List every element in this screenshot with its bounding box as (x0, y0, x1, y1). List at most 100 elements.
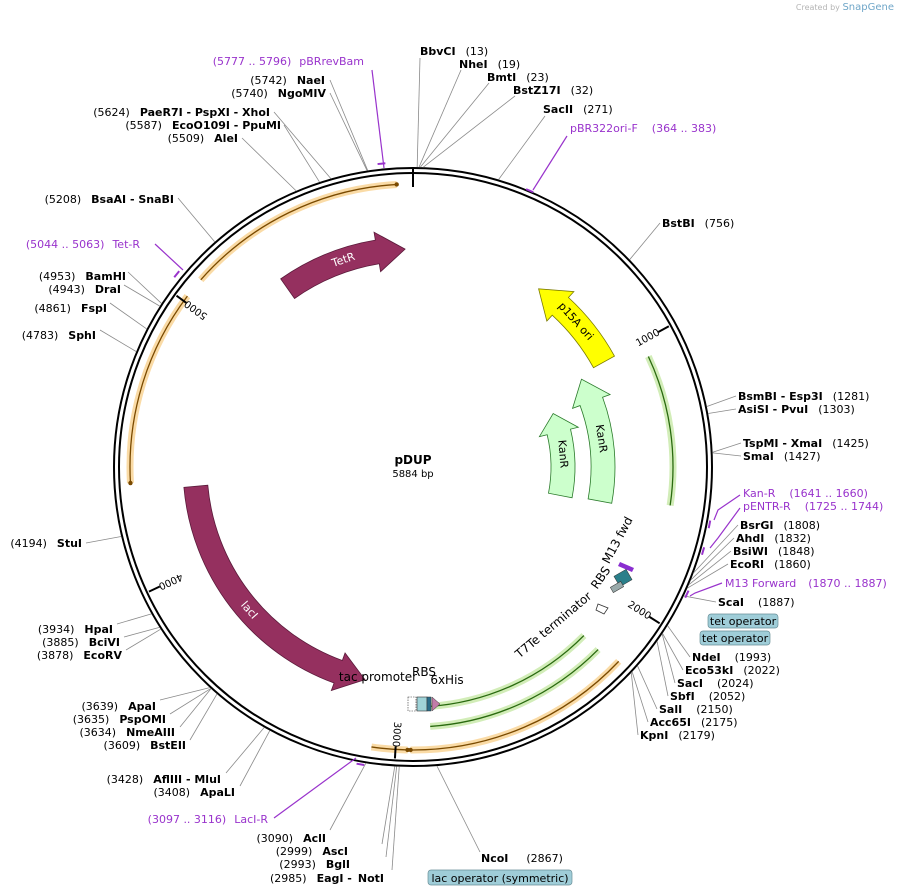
site-ecorv[interactable]: (3878)EcoRV (37, 649, 123, 662)
site-leader-31 (169, 688, 211, 715)
site-bcivi[interactable]: (3885)BciVI (42, 636, 120, 649)
t7te-terminator-symbol (595, 603, 609, 615)
feature-tetr-3[interactable] (280, 231, 406, 300)
tick-2 (648, 616, 661, 625)
site-acc65i[interactable]: Acc65I(2175) (650, 716, 738, 729)
site-ncoi[interactable]: NcoI(2867) (481, 852, 563, 865)
feature-laci-4[interactable] (183, 484, 366, 692)
primer-pbrrevbam[interactable]: (5777 .. 5796)pBRrevBam (213, 55, 364, 68)
site-drai[interactable]: (4943)DraI (48, 283, 121, 296)
site-nhei[interactable]: NheI(19) (459, 58, 520, 71)
primer-mark-4 (701, 547, 706, 556)
m13-cluster (595, 562, 634, 615)
site-leader-15 (667, 625, 691, 658)
site-leader-37 (99, 329, 137, 352)
site-apali[interactable]: (3408)ApaLI (154, 786, 236, 799)
label-t7te-terminator: T7Te terminator (512, 589, 595, 662)
tick-4 (148, 585, 161, 593)
site-leader-11 (690, 537, 735, 581)
primer-mark-3 (707, 520, 712, 529)
site-naei[interactable]: (5742)NaeI (250, 74, 325, 87)
site-fspi[interactable]: (4861)FspI (34, 302, 107, 315)
primer-pentr-r[interactable]: pENTR-R(1725 .. 1744) (743, 500, 883, 513)
site-alei[interactable]: (5509)AleI (168, 132, 238, 145)
site-smai[interactable]: SmaI(1427) (743, 450, 820, 463)
site-scai[interactable]: ScaI(1887) (718, 596, 795, 609)
inner-track-glow-0 (645, 355, 677, 506)
feature-kanr-2[interactable] (538, 413, 580, 499)
site-bsaai-snabi[interactable]: (5208)BsaAI - SnaBI (45, 193, 174, 206)
primer-laci-r[interactable]: (3097 .. 3116)LacI-R (148, 813, 269, 826)
site-eco0109i-ppumi[interactable]: (5587)EcoO109I - PpuMI (125, 119, 281, 132)
site-bsteii[interactable]: (3609)BstEII (104, 739, 186, 752)
site-bstz17i[interactable]: BstZ17I(32) (513, 84, 593, 97)
site-sacii[interactable]: SacII(271) (543, 103, 613, 116)
tet-operator-label-1[interactable]: tet operator (710, 615, 777, 628)
site-leader-9 (712, 452, 742, 457)
feature-label-2: KanR (555, 439, 570, 469)
site-bsiwi[interactable]: BsiWI(1848) (733, 545, 815, 558)
site-ngomiv[interactable]: (5740)NgoMIV (231, 87, 326, 100)
site-ecori[interactable]: EcoRI(1860) (730, 558, 811, 571)
site-apai[interactable]: (3639)ApaI (82, 700, 156, 713)
primer-m13-forward[interactable]: M13 Forward(1870 .. 1887) (725, 577, 887, 590)
lower-track (428, 635, 585, 708)
operator-box-2 (609, 581, 625, 593)
m13-fwd-mark (618, 562, 634, 572)
site-stui[interactable]: (4194)StuI (10, 537, 82, 550)
primer-kan-r[interactable]: Kan-R(1641 .. 1660) (743, 487, 868, 500)
site-kpni[interactable]: KpnI(2179) (640, 729, 715, 742)
inner-track-1 (430, 649, 599, 728)
site-eagi-noti[interactable]: (2985)EagI -NotI (270, 872, 384, 885)
site-saci[interactable]: SacI(2024) (677, 677, 754, 690)
site-bsmbi-esp3i[interactable]: BsmBI - Esp3I(1281) (738, 390, 869, 403)
credit-prefix: Created by (795, 3, 840, 12)
site-paer7i-pspxi-xhoi[interactable]: (5624)PaeR7I - PspXI - XhoI (93, 106, 270, 119)
outer-track-glow-1 (126, 294, 191, 484)
feature-kanr-1[interactable] (571, 378, 616, 504)
site-leader-42 (241, 137, 297, 192)
site-leader-41 (177, 197, 216, 243)
site-tspmi-xmai[interactable]: TspMI - XmaI(1425) (743, 437, 869, 450)
site-bsrgi[interactable]: BsrGI(1808) (740, 519, 820, 532)
feature-p15a-ori-0[interactable] (538, 288, 616, 369)
tac-promoter-box (407, 696, 417, 712)
site-bstbi[interactable]: BstBI(756) (662, 217, 734, 230)
site-leader-4 (498, 115, 546, 180)
snapgene-credit: Created by SnapGene (796, 2, 894, 13)
outer-track-tip-3 (405, 747, 410, 753)
site-leader-2 (420, 82, 490, 168)
site-pspomi[interactable]: (3635)PspOMI (73, 713, 166, 726)
lac-operator-box (427, 869, 573, 886)
site-bamhi[interactable]: (4953)BamHI (39, 270, 126, 283)
site-leader-33 (125, 628, 161, 651)
site-sali[interactable]: SalI(2150) (659, 703, 733, 716)
site-afliii-mlui[interactable]: (3428)AflIII - MluI (107, 773, 221, 786)
site-hpai[interactable]: (3934)HpaI (38, 623, 113, 636)
site-eco53ki[interactable]: Eco53kI(2022) (685, 664, 780, 677)
site-ndei[interactable]: NdeI(1993) (692, 651, 771, 664)
primer-pbr322ori-f[interactable]: pBR322ori-F(364 .. 383) (570, 122, 716, 135)
site-leader-28 (225, 727, 265, 774)
tet-operator-label-2[interactable]: tet operator (702, 632, 769, 645)
site-sbfi[interactable]: SbfI(2052) (670, 690, 745, 703)
site-nmeaiii[interactable]: (3634)NmeAIII (80, 726, 176, 739)
site-bmti[interactable]: BmtI(23) (487, 71, 549, 84)
site-leader-40 (127, 271, 162, 304)
site-asisi-pvui[interactable]: AsiSI - PvuI(1303) (738, 403, 855, 416)
site-leader-36 (85, 536, 122, 544)
site-bgli[interactable]: (2993)BglI (279, 858, 350, 871)
lac-operator-label[interactable]: lac operator (symmetric) (431, 872, 568, 885)
site-labels: BbvCI(13) NheI(19) BmtI(23) BstZ17I(32) … (10, 45, 869, 885)
outer-feature-tracks (126, 180, 622, 754)
site-acli[interactable]: (3090)AclI (257, 832, 326, 845)
site-ahdi[interactable]: AhdI(1832) (736, 532, 811, 545)
site-sphi[interactable]: (4783)SphI (22, 329, 96, 342)
site-asci[interactable]: (2999)AscI (276, 845, 348, 858)
primer-labels: (5777 .. 5796)pBRrevBam pBR322ori-F(364 … (26, 55, 887, 826)
tet-r-line (154, 243, 184, 271)
primer-tet-r[interactable]: (5044 .. 5063)Tet-R (26, 238, 140, 251)
site-bbvci[interactable]: BbvCI(13) (420, 45, 488, 58)
